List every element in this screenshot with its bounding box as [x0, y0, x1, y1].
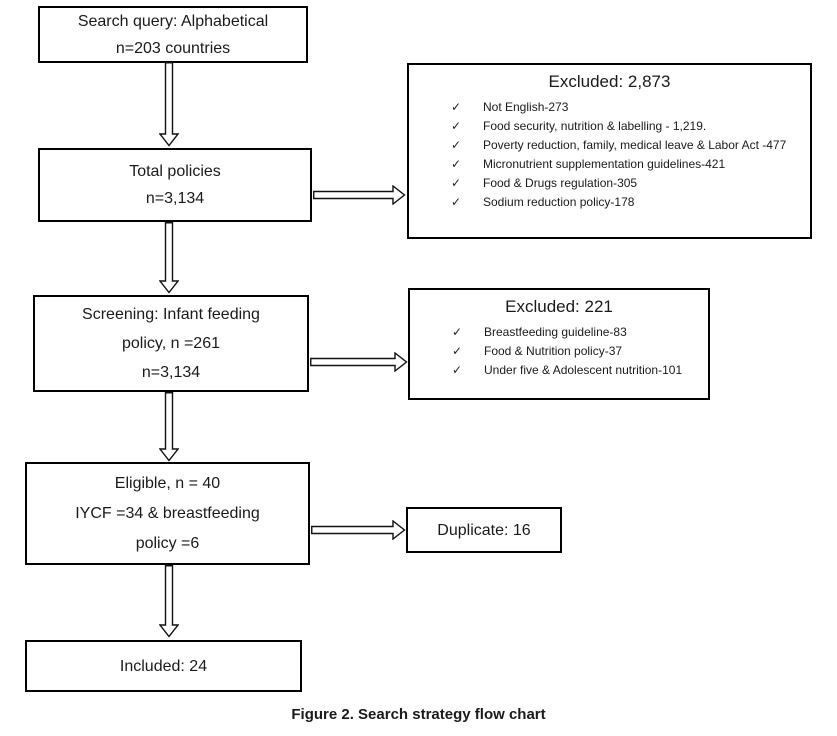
checkmark-icon: ✓	[451, 157, 462, 171]
checkmark-icon: ✓	[452, 363, 463, 377]
checkmark-icon: ✓	[451, 119, 462, 133]
exclusion-item-label: Sodium reduction policy-178	[483, 195, 635, 209]
exclusion-item-label: Micronutrient supplementation guidelines…	[483, 157, 726, 171]
screening-count: policy, n =261	[122, 335, 220, 352]
exclusion-item: ✓ Sodium reduction policy-178	[451, 193, 804, 212]
excluded-first-list: ✓ Not English-273 ✓ Food security, nutri…	[409, 98, 810, 212]
checkmark-icon: ✓	[451, 195, 462, 209]
checkmark-icon: ✓	[452, 325, 463, 339]
exclusion-item-label: Food security, nutrition & labelling - 1…	[483, 119, 707, 133]
exclusion-item: ✓ Food security, nutrition & labelling -…	[451, 117, 804, 136]
arrow-down-icon	[159, 62, 179, 147]
eligible-line: Eligible, n = 40	[114, 474, 221, 492]
checkmark-icon: ✓	[451, 100, 462, 114]
arrow-down-icon	[159, 392, 179, 462]
arrow-right-icon	[311, 520, 406, 540]
arrow-right-icon	[313, 185, 406, 205]
arrow-down-icon	[159, 222, 179, 294]
checkmark-icon: ✓	[452, 344, 463, 358]
checkmark-icon: ✓	[451, 176, 462, 190]
search-query-count: n=203 countries	[115, 39, 231, 57]
included-box: Included: 24	[25, 640, 302, 692]
eligible-iycf-line: IYCF =34 & breastfeeding	[75, 504, 260, 522]
excluded-second-box: Excluded: 221 ✓ Breastfeeding guideline-…	[408, 288, 710, 400]
exclusion-item: ✓ Not English-273	[451, 98, 804, 117]
total-policies-box: Total policies n=3,134	[38, 148, 312, 222]
arrow-right-icon	[310, 352, 408, 372]
included-label: Included: 24	[119, 657, 208, 675]
exclusion-item-label: Breastfeeding guideline-83	[484, 325, 627, 339]
eligible-policy-line: policy =6	[135, 534, 200, 552]
exclusion-item-label: Poverty reduction, family, medical leave…	[483, 138, 787, 152]
duplicate-box: Duplicate: 16	[406, 507, 562, 553]
screening-box: Screening: Infant feeding policy, n =261…	[33, 295, 309, 392]
screening-line: Screening: Infant feeding	[82, 306, 260, 323]
exclusion-item: ✓ Breastfeeding guideline-83	[452, 323, 702, 342]
total-policies-count: n=3,134	[145, 190, 205, 207]
excluded-first-title: Excluded: 2,873	[548, 72, 671, 91]
exclusion-item: ✓ Under five & Adolescent nutrition-101	[452, 361, 702, 380]
arrow-down-icon	[159, 565, 179, 638]
exclusion-item: ✓ Poverty reduction, family, medical lea…	[451, 136, 804, 155]
eligible-box: Eligible, n = 40 IYCF =34 & breastfeedin…	[25, 462, 310, 565]
exclusion-item: ✓ Micronutrient supplementation guidelin…	[451, 155, 804, 174]
excluded-first-box: Excluded: 2,873 ✓ Not English-273 ✓ Food…	[407, 63, 812, 239]
checkmark-icon: ✓	[451, 138, 462, 152]
exclusion-item-label: Food & Nutrition policy-37	[484, 344, 623, 358]
exclusion-item-label: Under five & Adolescent nutrition-101	[484, 363, 683, 377]
exclusion-item: ✓ Food & Drugs regulation-305	[451, 174, 804, 193]
duplicate-label: Duplicate: 16	[437, 521, 531, 539]
search-query-line: Search query: Alphabetical	[77, 12, 269, 30]
excluded-second-list: ✓ Breastfeeding guideline-83 ✓ Food & Nu…	[410, 323, 708, 380]
figure-caption: Figure 2. Search strategy flow chart	[291, 706, 546, 723]
exclusion-item: ✓ Food & Nutrition policy-37	[452, 342, 702, 361]
search-query-box: Search query: Alphabetical n=203 countri…	[38, 6, 308, 63]
exclusion-item-label: Food & Drugs regulation-305	[483, 176, 638, 190]
exclusion-item-label: Not English-273	[483, 100, 569, 114]
screening-total: n=3,134	[141, 364, 201, 381]
total-policies-line: Total policies	[129, 163, 221, 180]
excluded-second-title: Excluded: 221	[505, 297, 613, 316]
